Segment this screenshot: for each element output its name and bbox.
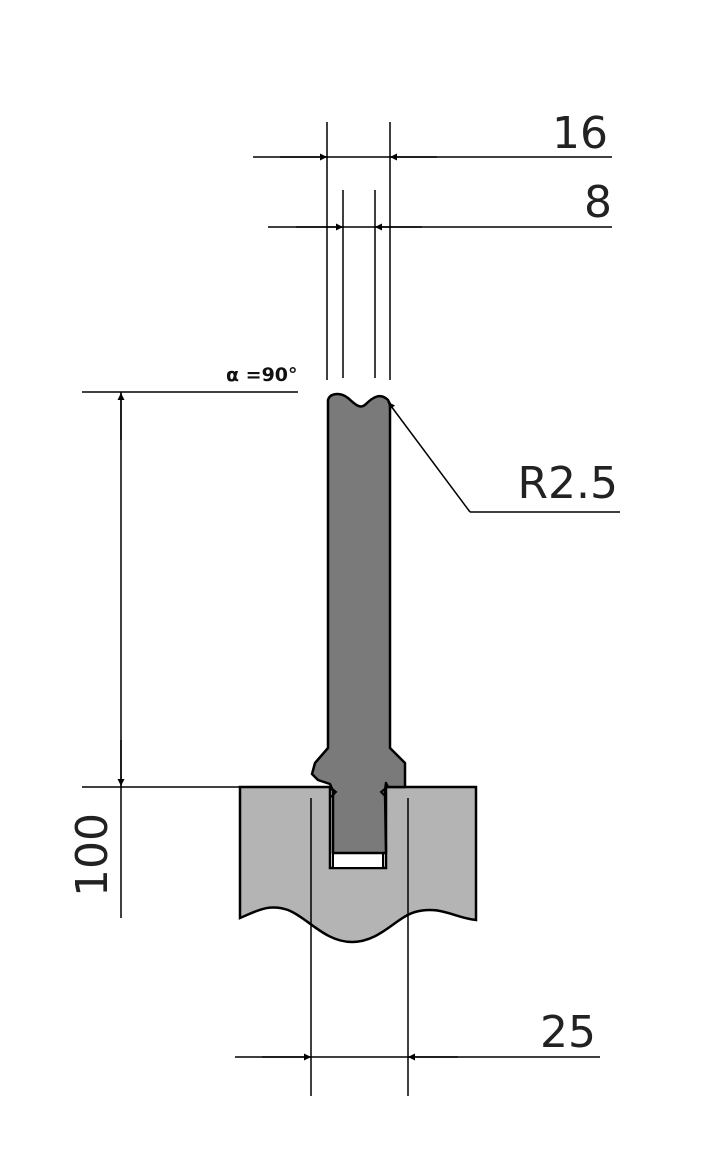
tool-holder: [238, 785, 478, 944]
clamp-slot: [332, 852, 384, 869]
dim-25-label: 25: [540, 1007, 596, 1058]
dim-100-label: 100: [67, 813, 118, 897]
tang-notch-left: [329, 786, 338, 798]
radius-label: R2.5: [517, 458, 618, 509]
radius-leader: [387, 401, 471, 513]
angle-label: α =90°: [226, 364, 298, 386]
dim-16-label: 16: [552, 108, 608, 159]
dim-8-label: 8: [584, 177, 612, 228]
punch-body: [310, 392, 407, 855]
tang-notch-right: [379, 786, 388, 798]
